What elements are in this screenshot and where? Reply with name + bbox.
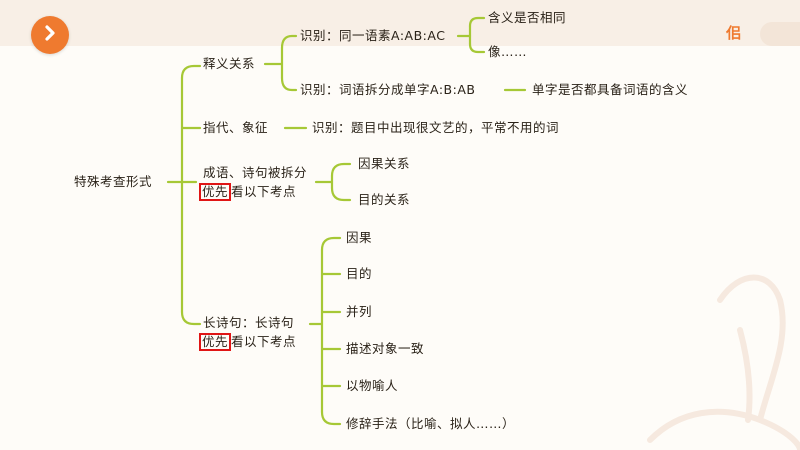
highlight-priority: 优先 xyxy=(199,333,232,351)
leaf-cause-effect-relation: 因果关系 xyxy=(358,156,411,171)
branch-reference-symbol: 指代、象征 xyxy=(203,120,269,135)
leaf-purpose-relation: 目的关系 xyxy=(358,192,411,207)
highlight-priority: 优先 xyxy=(199,183,232,201)
branch-long-verse-line1: 长诗句：长诗句 xyxy=(203,315,295,330)
chevron-right-icon xyxy=(41,24,59,46)
root-node: 特殊考查形式 xyxy=(74,174,153,189)
node-identify-split-words: 识别：词语拆分成单字A:B:AB xyxy=(300,82,476,97)
top-bar xyxy=(0,0,800,46)
branch-semantic-relation: 释义关系 xyxy=(203,56,256,71)
node-identify-same-morpheme: 识别：同一语素A:AB:AC xyxy=(300,28,446,43)
leaf-like: 像…… xyxy=(488,44,528,59)
leaf-rhetoric: 修辞手法（比喻、拟人……） xyxy=(346,416,516,431)
node-identify-literary-words: 识别：题目中出现很文艺的，平常不用的词 xyxy=(312,120,560,135)
branch-long-verse-line2: 优先看以下考点 xyxy=(199,333,296,351)
branch-long-verse-rest: 看以下考点 xyxy=(231,334,297,349)
leaf-parallel: 并列 xyxy=(346,304,373,319)
leaf-meaning-same: 含义是否相同 xyxy=(488,10,567,25)
branch-idiom-split-line1: 成语、诗句被拆分 xyxy=(203,165,308,180)
leaf-cause-effect: 因果 xyxy=(346,230,373,245)
leaf-purpose: 目的 xyxy=(346,266,373,281)
branch-idiom-split-rest: 看以下考点 xyxy=(231,184,297,199)
branch-idiom-split-line2: 优先看以下考点 xyxy=(199,183,296,201)
logo: 佀 xyxy=(726,24,742,42)
leaf-same-subject: 描述对象一致 xyxy=(346,341,425,356)
leaf-object-metaphor: 以物喻人 xyxy=(346,378,399,393)
side-tab xyxy=(760,22,800,46)
leaf-single-char-meaning: 单字是否都具备词语的含义 xyxy=(532,82,689,97)
next-button[interactable] xyxy=(31,16,69,54)
